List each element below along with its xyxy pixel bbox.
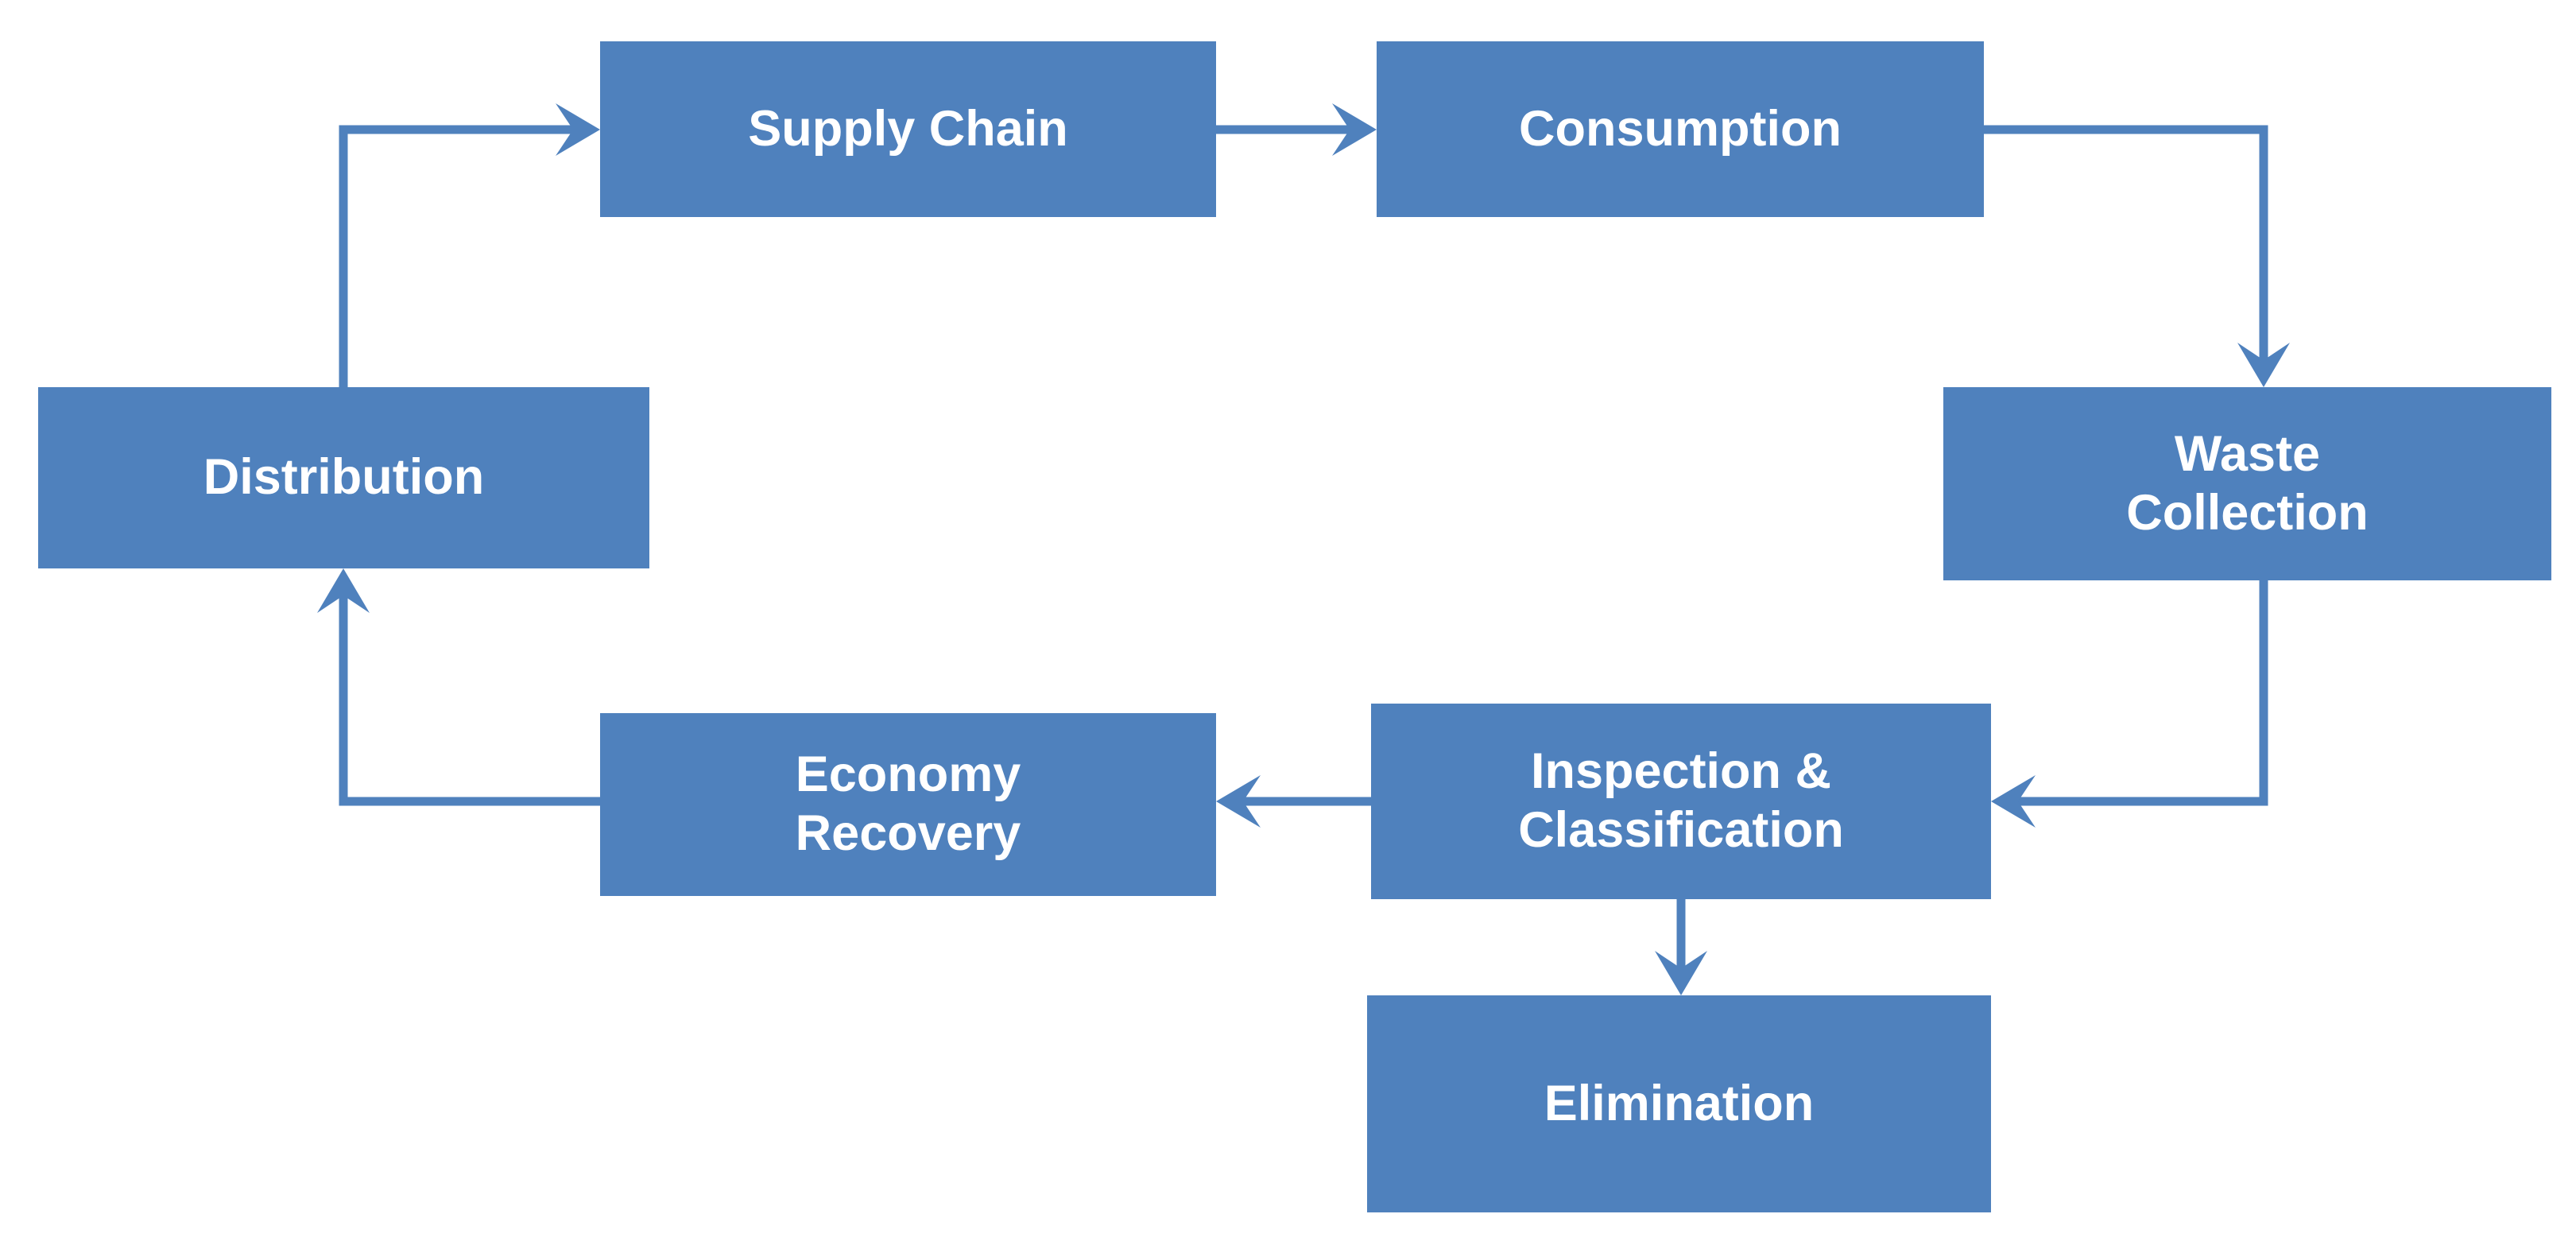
- node-distribution: Distribution: [38, 387, 649, 568]
- node-inspection-classification: Inspection & Classification: [1371, 704, 1991, 899]
- node-economy-recovery: Economy Recovery: [600, 713, 1216, 896]
- node-consumption: Consumption: [1377, 41, 1984, 217]
- edge-inspection-to-economy-recovery-arrowhead-icon: [1216, 775, 1261, 828]
- edge-waste-collection-to-inspection: [2018, 580, 2268, 806]
- node-waste-collection: Waste Collection: [1943, 387, 2551, 580]
- edge-consumption-to-waste-collection: [1984, 125, 2268, 360]
- node-elimination: Elimination: [1367, 995, 1991, 1212]
- edge-distribution-to-supply-chain-arrowhead-icon: [556, 103, 600, 156]
- edge-consumption-to-waste-collection-arrowhead-icon: [2237, 343, 2290, 387]
- node-supply-chain: Supply Chain: [600, 41, 1216, 217]
- edge-supply-chain-to-consumption-arrowhead-icon: [1332, 103, 1377, 156]
- edge-economy-recovery-to-distribution: [339, 595, 600, 806]
- edge-waste-collection-to-inspection-arrowhead-icon: [1991, 775, 2036, 828]
- edge-economy-recovery-to-distribution-arrowhead-icon: [317, 568, 370, 613]
- edge-distribution-to-supply-chain: [339, 125, 573, 387]
- edge-inspection-to-elimination-arrowhead-icon: [1655, 951, 1707, 995]
